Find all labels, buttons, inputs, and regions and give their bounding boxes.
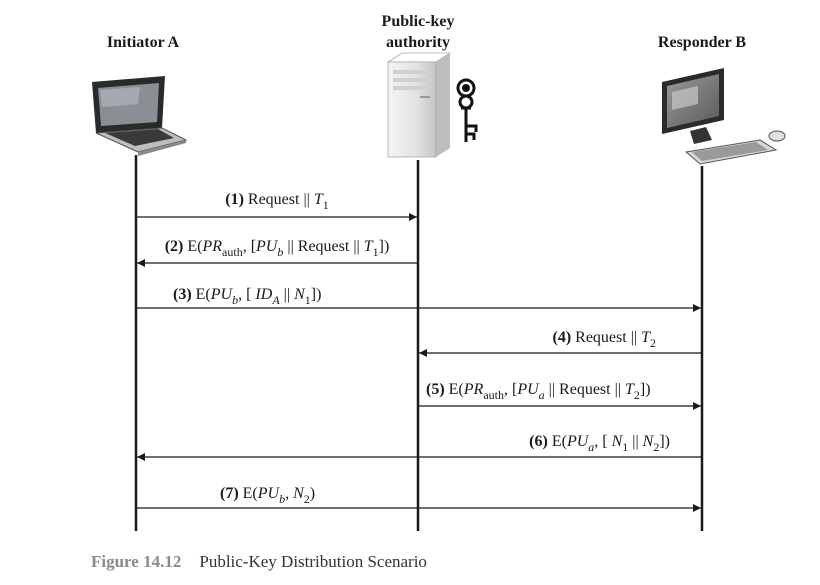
message-part: Request || bbox=[575, 329, 641, 346]
message-part: ]) bbox=[379, 238, 390, 255]
message-part: ]) bbox=[659, 433, 670, 450]
message-part: E( bbox=[243, 485, 258, 502]
message-number: (2) bbox=[165, 238, 188, 255]
server-icon bbox=[386, 52, 452, 158]
message-part: T bbox=[364, 238, 374, 255]
message-part: PU bbox=[566, 433, 590, 450]
message-part: auth bbox=[222, 245, 243, 259]
message-part: 2 bbox=[634, 388, 640, 402]
message-number: (5) bbox=[426, 381, 449, 398]
message-part: 2 bbox=[304, 492, 310, 506]
message-part: N bbox=[292, 485, 305, 502]
message-6: (6) E(PUa, [ N1 || N2]) bbox=[137, 433, 701, 461]
message-part: PR bbox=[463, 381, 484, 398]
message-number: (6) bbox=[529, 433, 552, 450]
message-number: (3) bbox=[173, 286, 196, 303]
message-part: N bbox=[642, 433, 655, 450]
laptop-icon bbox=[92, 76, 188, 156]
key-icon bbox=[456, 78, 478, 142]
message-part: E( bbox=[552, 433, 567, 450]
message-part: E( bbox=[196, 286, 211, 303]
figure-number: Figure 14.12 bbox=[91, 552, 181, 571]
message-part: , bbox=[285, 485, 293, 502]
responder-b-label: Responder B bbox=[658, 34, 746, 51]
message-part: 1 bbox=[373, 245, 379, 259]
message-part: , [ bbox=[594, 433, 611, 450]
message-5: (5) E(PRauth, [PUa || Request || T2]) bbox=[419, 381, 701, 410]
message-part: PU bbox=[210, 286, 234, 303]
message-part: A bbox=[271, 293, 280, 307]
message-part: b bbox=[277, 245, 283, 259]
figure-caption: Figure 14.12 Public-Key Distribution Sce… bbox=[91, 552, 427, 571]
message-number: (1) bbox=[225, 191, 248, 208]
message-part: 2 bbox=[653, 440, 659, 454]
message-part: T bbox=[314, 191, 324, 208]
message-part: T bbox=[641, 329, 651, 346]
message-part: ID bbox=[254, 286, 272, 303]
authority-label-line1: Public-key bbox=[382, 13, 455, 30]
message-part: 1 bbox=[305, 293, 311, 307]
message-3: (3) E(PUb, [ IDA || N1]) bbox=[137, 286, 701, 312]
message-part: b bbox=[232, 293, 238, 307]
message-label: (6) E(PUa, [ N1 || N2]) bbox=[529, 433, 670, 454]
message-label: (2) E(PRauth, [PUb || Request || T1]) bbox=[165, 238, 390, 259]
message-2: (2) E(PRauth, [PUb || Request || T1]) bbox=[137, 238, 417, 267]
message-part: PU bbox=[257, 485, 281, 502]
message-label: (3) E(PUb, [ IDA || N1]) bbox=[173, 286, 321, 307]
message-number: (7) bbox=[220, 485, 243, 502]
message-part: E( bbox=[187, 238, 202, 255]
message-part: ]) bbox=[640, 381, 651, 398]
message-part: N bbox=[293, 286, 306, 303]
message-1: (1) Request || T1 bbox=[137, 191, 417, 221]
message-part: PU bbox=[255, 238, 279, 255]
message-label: (7) E(PUb, N2) bbox=[220, 485, 315, 506]
message-part: a bbox=[588, 440, 594, 454]
message-part: PR bbox=[201, 238, 222, 255]
message-label: (1) Request || T1 bbox=[225, 191, 329, 212]
message-part: T bbox=[625, 381, 635, 398]
figure-title: Public-Key Distribution Scenario bbox=[199, 552, 427, 571]
message-7: (7) E(PUb, N2) bbox=[137, 485, 701, 512]
message-part: || Request || bbox=[545, 381, 625, 398]
message-part: Request || bbox=[248, 191, 314, 208]
message-part: 1 bbox=[323, 198, 329, 212]
message-part: a bbox=[539, 388, 545, 402]
message-4: (4) Request || T2 bbox=[419, 329, 701, 357]
message-number: (4) bbox=[552, 329, 575, 346]
message-part: E( bbox=[449, 381, 464, 398]
initiator-a-label: Initiator A bbox=[107, 34, 180, 51]
message-part: 2 bbox=[650, 336, 656, 350]
message-label: (4) Request || T2 bbox=[552, 329, 656, 350]
message-part: PU bbox=[516, 381, 540, 398]
message-part: ]) bbox=[311, 286, 322, 303]
message-part: || bbox=[628, 433, 642, 450]
desktop-computer-icon bbox=[662, 68, 786, 165]
message-part: , [ bbox=[504, 381, 517, 398]
message-part: b bbox=[279, 492, 285, 506]
message-part: , [ bbox=[243, 238, 256, 255]
authority-label-line2: authority bbox=[386, 34, 450, 51]
message-part: auth bbox=[483, 388, 504, 402]
message-label: (5) E(PRauth, [PUa || Request || T2]) bbox=[426, 381, 651, 402]
message-part: , [ bbox=[238, 286, 255, 303]
message-part: ) bbox=[310, 485, 315, 502]
message-part: 1 bbox=[622, 440, 628, 454]
message-part: N bbox=[611, 433, 624, 450]
message-part: || Request || bbox=[283, 238, 363, 255]
message-part: || bbox=[280, 286, 294, 303]
